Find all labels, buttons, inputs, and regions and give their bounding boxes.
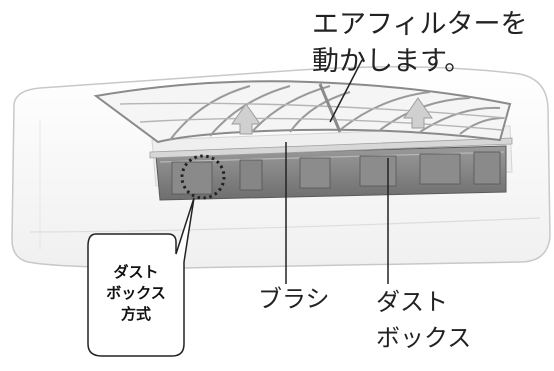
dust-box-label-line2: ボックス <box>376 324 472 352</box>
filter-leader-line <box>329 59 363 123</box>
filter-label-line1: エアフィルターを <box>312 9 528 40</box>
front-panel-edge <box>29 217 541 233</box>
callout-bubble <box>87 197 195 357</box>
filter-label: エアフィルターを 動かします。 <box>312 6 527 80</box>
dust-box <box>155 145 507 201</box>
filter-label-line2: 動かします。 <box>312 46 472 77</box>
air-filter <box>93 80 512 144</box>
dust-box-label-line1: ダスト <box>376 288 448 316</box>
callout-line3: 方式 <box>120 305 151 323</box>
filter-move-arrows <box>231 97 433 135</box>
callout-text: ダスト ボックス 方式 <box>94 262 178 325</box>
brush-rail <box>149 137 513 159</box>
dust-box-highlight-circle <box>180 154 226 200</box>
callout-line2: ボックス <box>106 284 166 302</box>
dust-box-label: ダスト ボックス <box>376 284 471 356</box>
brush-label: ブラシ <box>258 285 330 313</box>
callout-line1: ダスト <box>113 263 159 281</box>
